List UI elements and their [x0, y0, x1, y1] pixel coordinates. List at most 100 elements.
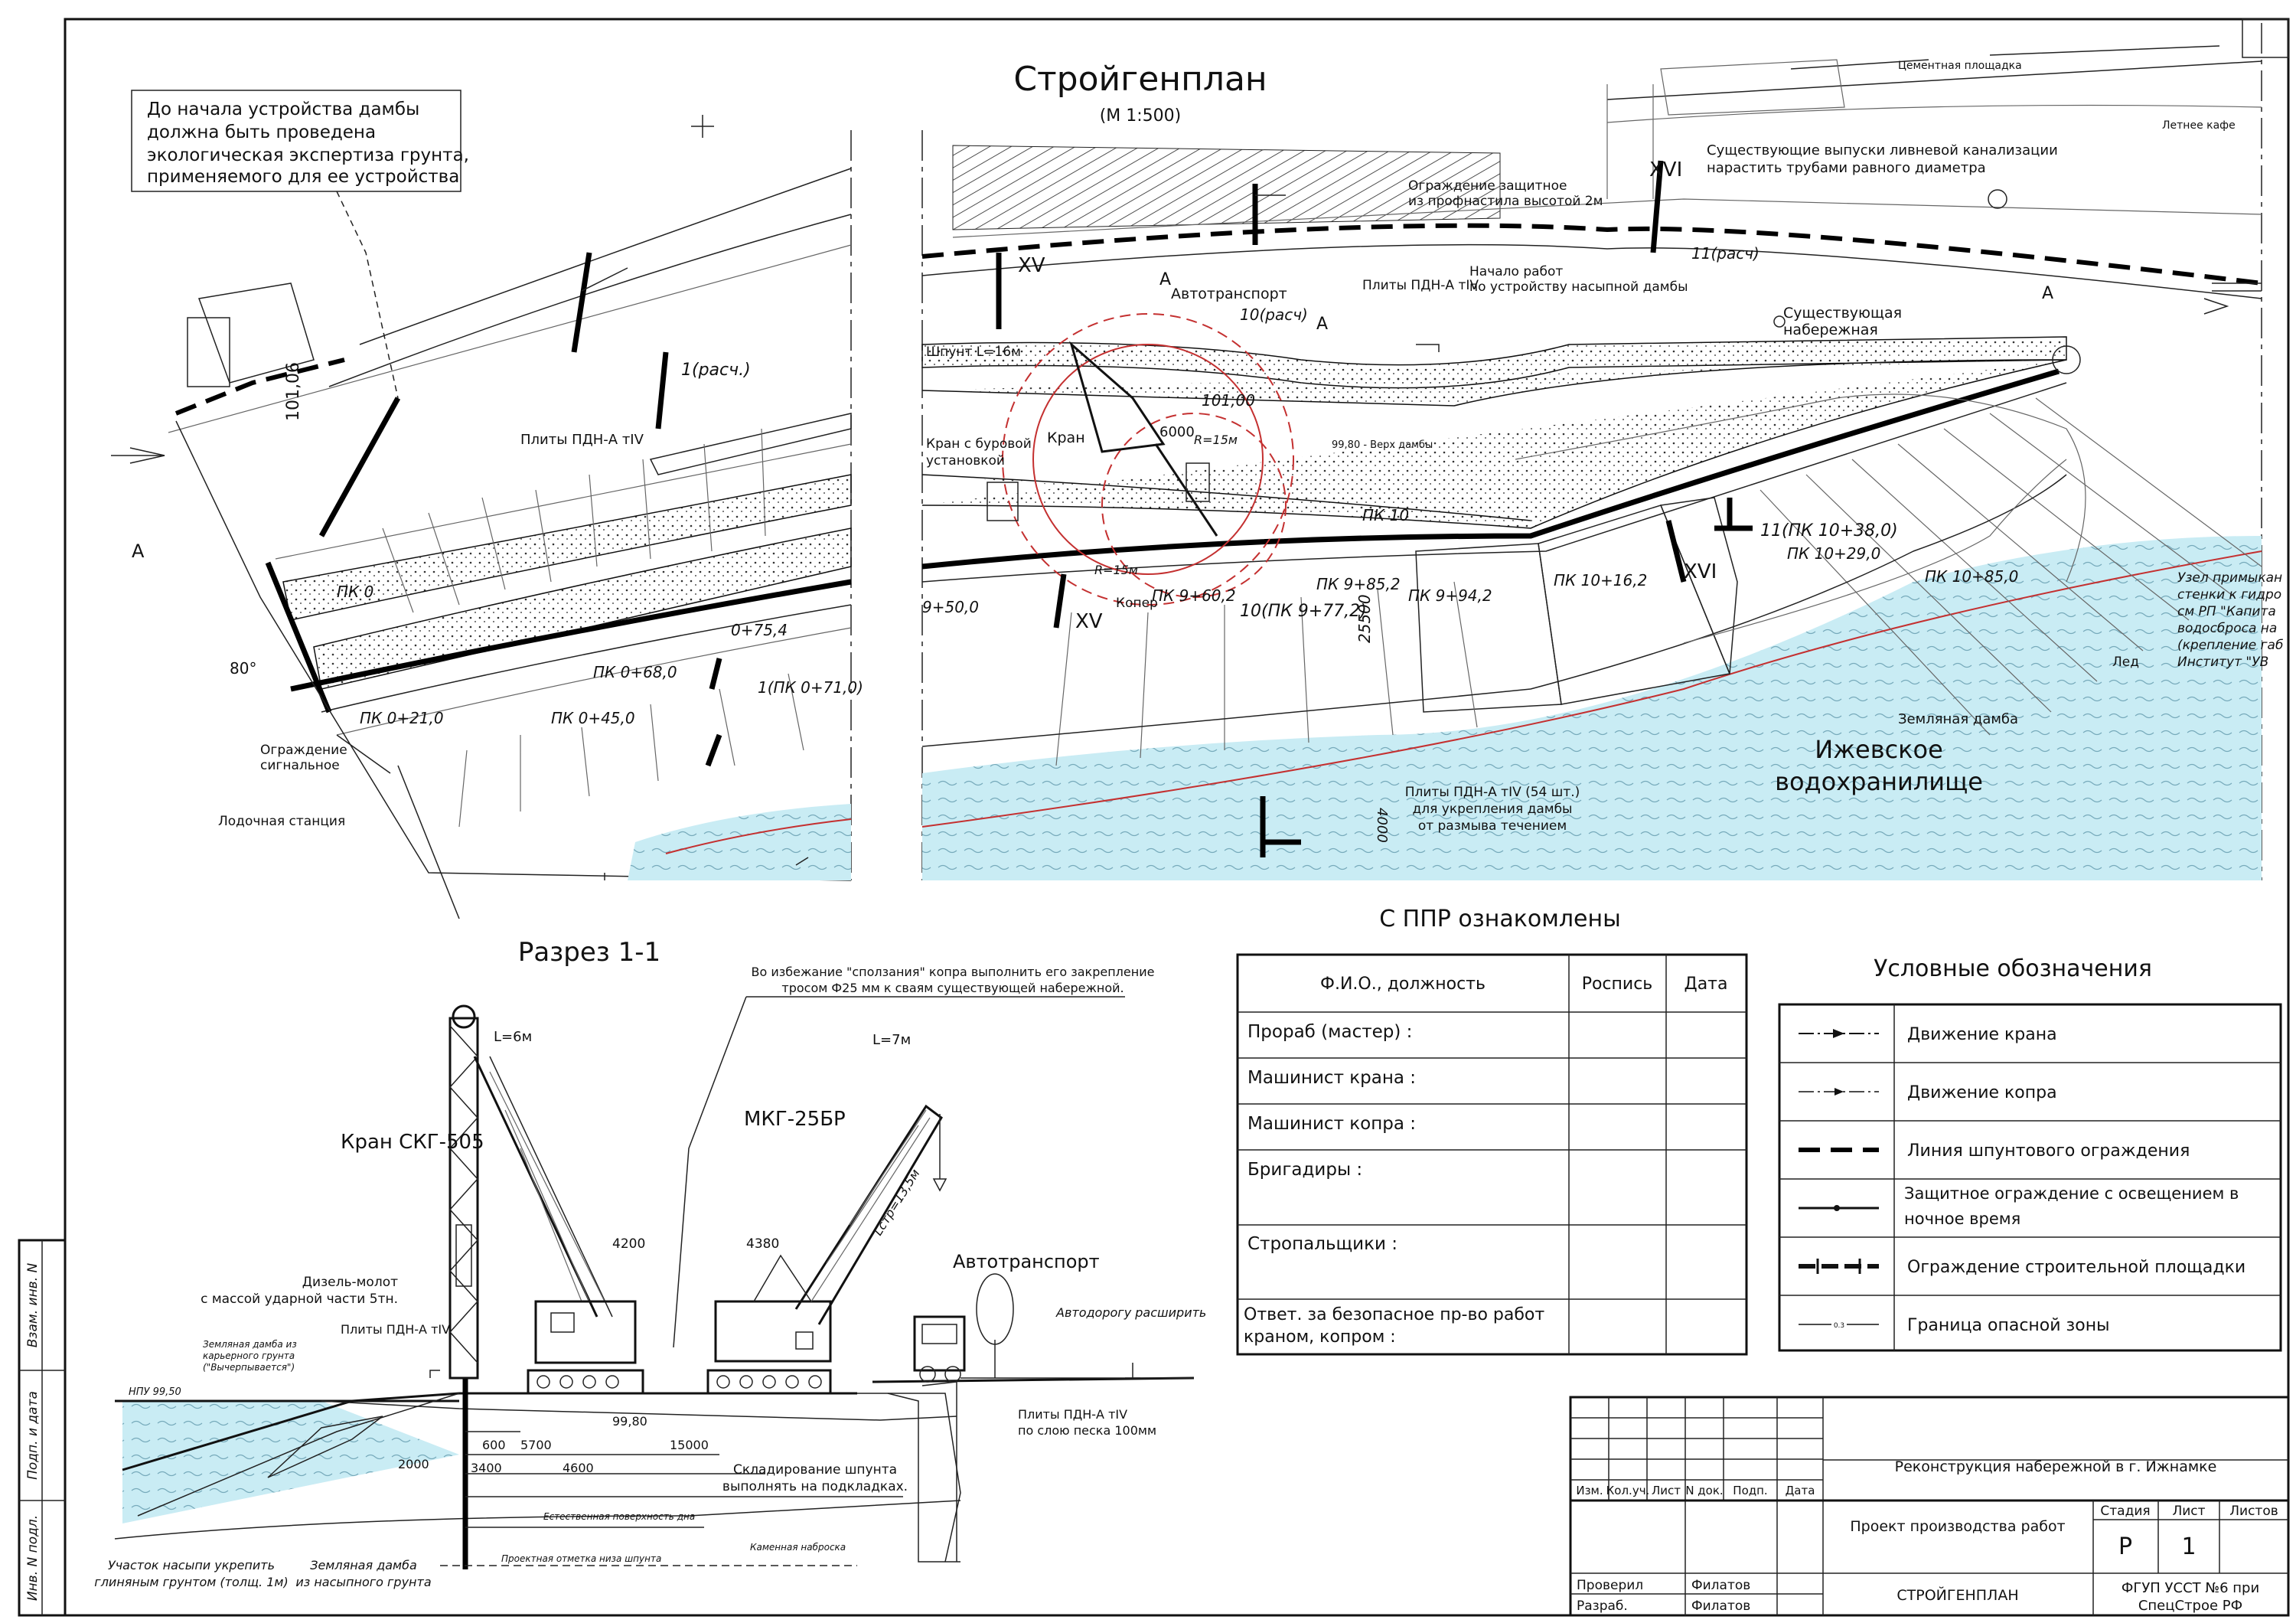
- tb-stage-head: Стадия: [2100, 1504, 2150, 1519]
- pk-10-38-label: 11(ПК 10+38,0): [1760, 521, 1898, 540]
- mkg-25br-crane: [706, 1104, 947, 1395]
- crane-skg-label: Кран СКГ-505: [341, 1131, 484, 1154]
- title-block: Изм. Кол.уч. Лист N док. Подп. Дата Пров…: [1569, 1396, 2290, 1617]
- clay-fill-label-1: Участок насыпи укрепить: [108, 1558, 275, 1572]
- plan-slabs-label-1: Плиты ПДН-А тIV: [520, 432, 644, 448]
- tb-document-name: Проект производства работ: [1850, 1518, 2065, 1535]
- storage-label-1: Складирование шпунта: [733, 1462, 897, 1478]
- pile-driver-plan-label: Копер: [1116, 596, 1158, 611]
- radius-label-2: R=15м: [1094, 563, 1138, 577]
- calc-11-label: 11(расч): [1691, 244, 1760, 263]
- legend-symbol-danger-zone: 0.3: [1799, 1320, 1879, 1330]
- angle-label: 80°: [230, 659, 256, 678]
- tb-col-sign: Подп.: [1733, 1484, 1767, 1497]
- pk-0-21-label: ПК 0+21,0: [360, 709, 444, 727]
- road-widen-label: Автодорогу расширить: [1055, 1305, 1206, 1320]
- sheet-pile-label: Шпунт L=16м: [926, 345, 1021, 360]
- signoff-row-brigadiers: Бригадиры :: [1247, 1160, 1362, 1180]
- fence-signal-label-2: сигнальное: [260, 758, 340, 773]
- quarry-dam-label-3: ("Вычерпывается"): [203, 1362, 295, 1373]
- transport-plan-label: Автотранспорт: [1171, 286, 1287, 302]
- ice-label: Лед: [2112, 655, 2139, 670]
- tb-sheet-name: СТРОЙГЕНПЛАН: [1896, 1586, 2018, 1604]
- node-note: Узел примыкан стенки к гидро см РП "Капи…: [2177, 570, 2283, 670]
- storage-label-2: выполнять на подкладках.: [722, 1479, 908, 1494]
- tb-col-change: Изм.: [1576, 1484, 1603, 1497]
- section-xvi-top-label: XVI: [1649, 158, 1682, 181]
- dam-fill-label-2: из насыпного грунта: [295, 1575, 431, 1589]
- signoff-header-date: Дата: [1684, 975, 1728, 994]
- legend-label-sheet-pile: Линия шпунтового ограждения: [1907, 1141, 2190, 1161]
- natural-bottom-label: Естественная поверхность дна: [543, 1511, 695, 1522]
- node-note-5: (крепление габ: [2177, 638, 2283, 653]
- dim-4380-label: 4380: [746, 1236, 779, 1252]
- dim-2000-label: 2000: [398, 1457, 429, 1471]
- dim-4600-label: 4600: [563, 1461, 594, 1475]
- legend-label-danger-zone: Граница опасной зоны: [1907, 1316, 2109, 1335]
- dim-l6-label: L=6м: [494, 1029, 532, 1045]
- tb-checked-name: Филатов: [1691, 1578, 1750, 1593]
- tb-col-doc: N док.: [1685, 1484, 1723, 1497]
- section-note-line-1: Во избежание "сползания" копра выполнить…: [752, 965, 1155, 979]
- tb-developer-name: Филатов: [1691, 1599, 1750, 1614]
- tb-developer-label: Разраб.: [1577, 1599, 1628, 1614]
- pk-0-45-label: ПК 0+45,0: [551, 709, 635, 727]
- plan-slabs-label-2: Плиты ПДН-А тIV: [1362, 278, 1479, 293]
- tb-sheet-value: 1: [2181, 1533, 2196, 1560]
- pk-9-77-label: 10(ПК 9+77,2): [1240, 602, 1367, 621]
- note-line-3: экологическая экспертиза грунта,: [147, 145, 469, 165]
- legend-symbol-site-fence: [1799, 1259, 1879, 1274]
- skg-505-crane: [448, 1004, 644, 1395]
- tb-col-sheet: Лист: [1652, 1484, 1681, 1497]
- fence-signal-label-1: Ограждение: [260, 743, 347, 758]
- existing-embankment-label-1: Существующая: [1783, 305, 1902, 322]
- note-line-1: До начала устройства дамбы: [147, 100, 419, 119]
- storm-outlets-label-2: нарастить трубами равного диаметра: [1707, 160, 1986, 176]
- reservoir-label-1: Ижевское: [1815, 735, 1943, 764]
- pk-10-85-label: ПК 10+85,0: [1925, 567, 2018, 586]
- pk-0-label: ПК 0: [337, 583, 373, 601]
- scale-label: (М 1:500): [1100, 106, 1182, 126]
- truck-section-label: Автотранспорт: [953, 1251, 1100, 1272]
- dam-fill-label-1: Земляная дамба: [310, 1558, 417, 1572]
- tb-col-date: Дата: [1786, 1484, 1815, 1497]
- pk-9-60-label: ПК 9+60,2: [1152, 586, 1236, 605]
- tb-org-line-1: ФГУП УССТ №6 при: [2122, 1580, 2259, 1596]
- plan-right-letter-a-3: А: [2042, 284, 2053, 303]
- crane-drill-label-1: Кран с буровой: [926, 436, 1032, 452]
- node-note-3: см РП "Капита: [2177, 604, 2276, 619]
- reservoir-label-2: водохранилище: [1775, 767, 1983, 796]
- plan-pile-driver-symbol: [1186, 462, 1210, 502]
- section-title: Разрез 1-1: [518, 937, 660, 968]
- tb-org-line-2: СпецСтрое РФ: [2138, 1598, 2242, 1614]
- danger-zone-circle-3: [1101, 413, 1287, 598]
- note-line-2: должна быть проведена: [147, 122, 376, 142]
- dim-600-label: 600: [482, 1438, 506, 1452]
- existing-embankment-label-2: набережная: [1783, 322, 1878, 338]
- pk-1-71-label: 1(ПК 0+71,0): [758, 678, 863, 697]
- slabs54-label-3: от размыва течением: [1418, 818, 1567, 834]
- cemetery-label: Цементная площадка: [1898, 60, 2022, 72]
- dim-6000-label: 6000: [1159, 424, 1195, 440]
- elev-99-80-label: 99,80: [612, 1414, 647, 1429]
- section-slabs-label: Плиты ПДН-А тIV: [341, 1322, 450, 1337]
- plan-right-letter-a-1: А: [1159, 270, 1171, 289]
- clay-fill-label-2: глиняным грунтом (толщ. 1м): [94, 1575, 288, 1589]
- dim-3400-label: 3400: [471, 1461, 502, 1475]
- tree-symbol: [976, 1273, 1014, 1378]
- pk-0-75-label: 0+75,4: [731, 621, 788, 639]
- note-line-4: применяемого для ее устройства: [147, 167, 459, 187]
- svg-text:0.3: 0.3: [1834, 1322, 1844, 1330]
- quarry-dam-label-2: карьерного грунта: [203, 1350, 295, 1361]
- earth-dam-plan-label: Земляная дамба: [1898, 711, 2018, 727]
- elev-101-label: 101,00: [1202, 391, 1255, 410]
- side-stamp-replace: Взам. инв. N: [25, 1262, 41, 1347]
- node-note-2: стенки к гидро: [2177, 587, 2281, 603]
- calc-1-label: 1(расч.): [681, 361, 751, 380]
- tb-sheet-head: Лист: [2172, 1504, 2205, 1519]
- diesel-hammer-label-2: с массой ударной части 5тн.: [201, 1292, 398, 1307]
- signoff-table: С ППР ознакомлены Ф.И.О., должность Росп…: [1236, 906, 1748, 1356]
- signoff-row-slingers: Стропальщики :: [1247, 1234, 1397, 1254]
- legend-label-site-fence: Ограждение строительной площадки: [1907, 1258, 2245, 1277]
- legend-symbol-piledriver: [1799, 1088, 1879, 1096]
